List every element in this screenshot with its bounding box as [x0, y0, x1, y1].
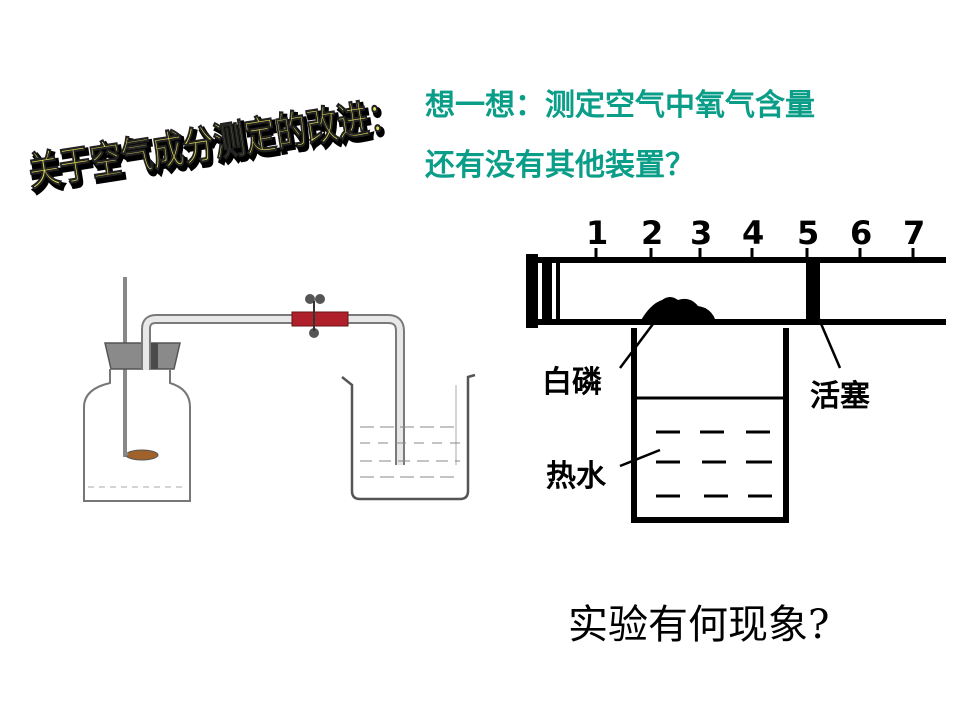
question-line-2: 还有没有其他装置？ — [425, 148, 695, 183]
label-hot-water: 热水 — [546, 459, 607, 494]
scale-mark-6: 6 — [850, 214, 872, 252]
scale-mark-4: 4 — [742, 214, 764, 252]
clip-icon — [305, 294, 315, 304]
water-lines — [656, 430, 772, 498]
label-white-phosphorus: 白磷 — [542, 365, 602, 400]
bottom-question: 实验有何现象? — [568, 602, 830, 648]
tube-hot-water-apparatus: 1 2 3 4 5 6 7 白磷 活塞 热水 — [526, 214, 946, 523]
water-bath — [631, 328, 789, 523]
page-title: 关于空气成分测定的改进： — [25, 92, 403, 196]
scale-mark-7: 7 — [903, 214, 925, 252]
title-wordart: 关于空气成分测定的改进： 关于空气成分测定的改进： — [25, 91, 408, 198]
scale-mark-1: 1 — [586, 214, 608, 252]
glass-tube — [526, 258, 946, 324]
question-line-1: 想一想：测定空气中氧气含量 — [425, 88, 815, 123]
white-phosphorus — [640, 297, 716, 322]
flask-beaker-apparatus — [83, 277, 476, 502]
phosphorus-spoon — [125, 449, 159, 461]
gas-jar — [83, 369, 191, 502]
scale-mark-3: 3 — [690, 214, 712, 252]
scale-mark-5: 5 — [797, 214, 819, 252]
piston — [806, 260, 820, 322]
rubber-tube-clip — [291, 311, 349, 327]
beaker — [341, 373, 476, 501]
scale-mark-2: 2 — [641, 214, 663, 252]
label-piston: 活塞 — [810, 379, 870, 414]
tube-end-cap — [526, 254, 538, 328]
